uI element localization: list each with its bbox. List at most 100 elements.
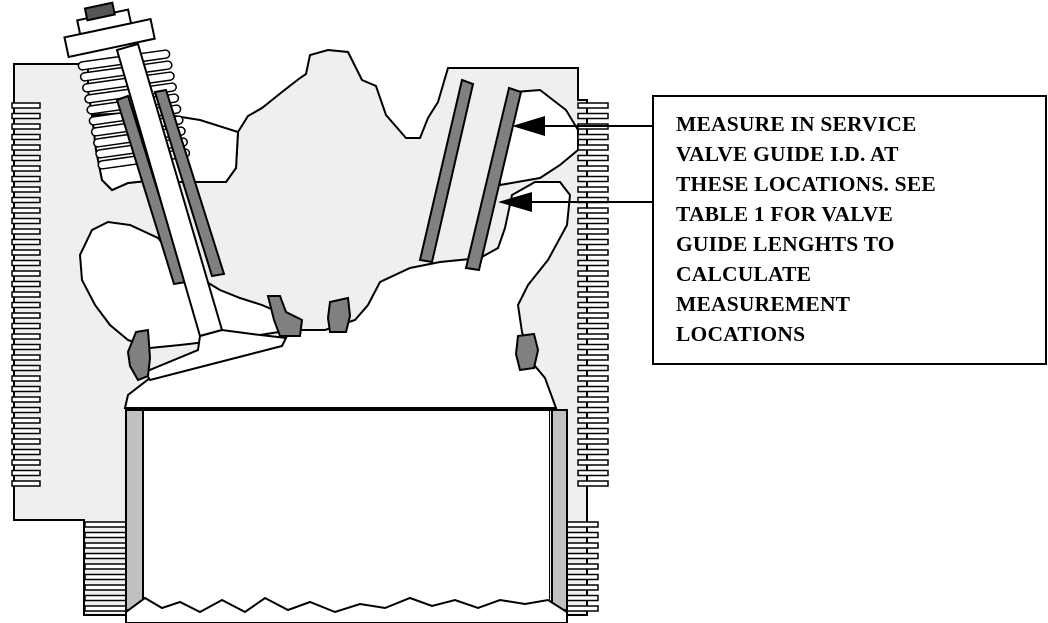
cooling-fin [11,417,41,424]
cooling-fin [577,469,609,477]
cooling-fin [11,280,41,288]
cooling-fin [11,228,41,235]
cooling-fin [11,249,41,256]
broken-bottom-edge [125,596,568,623]
cooling-fin [577,259,609,267]
cooling-fins-left-lower [84,521,134,612]
cooling-fin [11,375,41,382]
valve-head [143,328,288,382]
cooling-fin [577,448,609,456]
cooling-fin [11,312,41,319]
cooling-fin [577,154,609,162]
cooling-fin [577,217,609,225]
cooling-fin [11,364,41,372]
cooling-fin [577,207,609,214]
cooling-fin [11,322,41,330]
cooling-fin [577,438,609,445]
callout-line: LOCATIONS [676,322,806,346]
cooling-fin [577,385,609,393]
cooling-fin [577,312,609,319]
cooling-fin [11,396,41,403]
cooling-fin [577,291,609,298]
cooling-fin [11,186,41,193]
cooling-fin [11,385,41,393]
valve-guide-exhaust-left [418,78,475,264]
cooling-fin [577,301,609,309]
cooling-fin [11,480,41,487]
cooling-fin [11,427,41,435]
cooling-fin [11,217,41,225]
cooling-fin [11,270,41,277]
cooling-fin [11,175,41,183]
cooling-fin [11,165,41,172]
cooling-fin [577,322,609,330]
cooling-fin [11,406,41,414]
valve-guide-exhaust-right [464,86,523,272]
cooling-fin [577,375,609,382]
cooling-fin [577,102,609,109]
cooling-fin [577,175,609,183]
cooling-fin [11,354,41,361]
cooling-fin [577,144,609,151]
cooling-fin [11,343,41,351]
callout-line: MEASUREMENT [676,292,851,316]
callout-box: MEASURE IN SERVICE VALVE GUIDE I.D. AT T… [652,95,1047,365]
callout-line: CALCULATE [676,262,812,286]
cooling-fin [11,238,41,246]
cooling-fin [11,133,41,141]
cooling-fin [577,280,609,288]
cooling-fin [577,459,609,466]
cylinder-liner-left [125,409,144,611]
cooling-fin [577,249,609,256]
callout-line: THESE LOCATIONS. SEE [676,172,936,196]
valve-seat-mid-1 [266,295,304,337]
cooling-fin [577,343,609,351]
cooling-fin [11,459,41,466]
cooling-fin [577,354,609,361]
cooling-fin [11,207,41,214]
cooling-fin [577,165,609,172]
callout-line: GUIDE LENGHTS TO [676,232,895,256]
callout-line: TABLE 1 FOR VALVE [676,202,894,226]
valve-seat-right [514,332,540,372]
cooling-fin [577,238,609,246]
cooling-fin [577,396,609,403]
cooling-fin [11,112,41,120]
cooling-fin [11,154,41,162]
cooling-fin [11,438,41,445]
cooling-fin [577,417,609,424]
arrowhead-upper [512,116,545,136]
cylinder-bore [139,410,549,623]
cooling-fin [11,123,41,130]
cooling-fin [577,406,609,414]
valve-retainer [63,1,156,59]
cooling-fin [11,144,41,151]
cooling-fins-right-upper [577,102,609,487]
arrowhead-lower [498,192,532,212]
cooling-fin [11,196,41,204]
cooling-fin [11,102,41,109]
valve-seat-left [126,328,152,382]
callout-line: MEASURE IN SERVICE [676,112,917,136]
cooling-fins-left-upper [11,102,41,487]
cooling-fin [11,291,41,298]
cooling-fin [577,112,609,120]
cooling-fin [11,469,41,477]
cooling-fin [11,448,41,456]
valve-guide-intake-2 [153,88,226,278]
cooling-fin [577,186,609,193]
cooling-fin [11,259,41,267]
cooling-fin [577,133,609,141]
valve-seat-mid-2 [326,296,352,333]
cooling-fin [577,228,609,235]
cylinder-liner-right [551,409,568,611]
cooling-fin [11,333,41,340]
cooling-fin [577,270,609,277]
callout-line: VALVE GUIDE I.D. AT [676,142,899,166]
cooling-fin [577,364,609,372]
cooling-fins-right-lower [559,521,599,612]
cooling-fin [577,480,609,487]
cooling-fin [11,301,41,309]
cooling-fin [577,427,609,435]
